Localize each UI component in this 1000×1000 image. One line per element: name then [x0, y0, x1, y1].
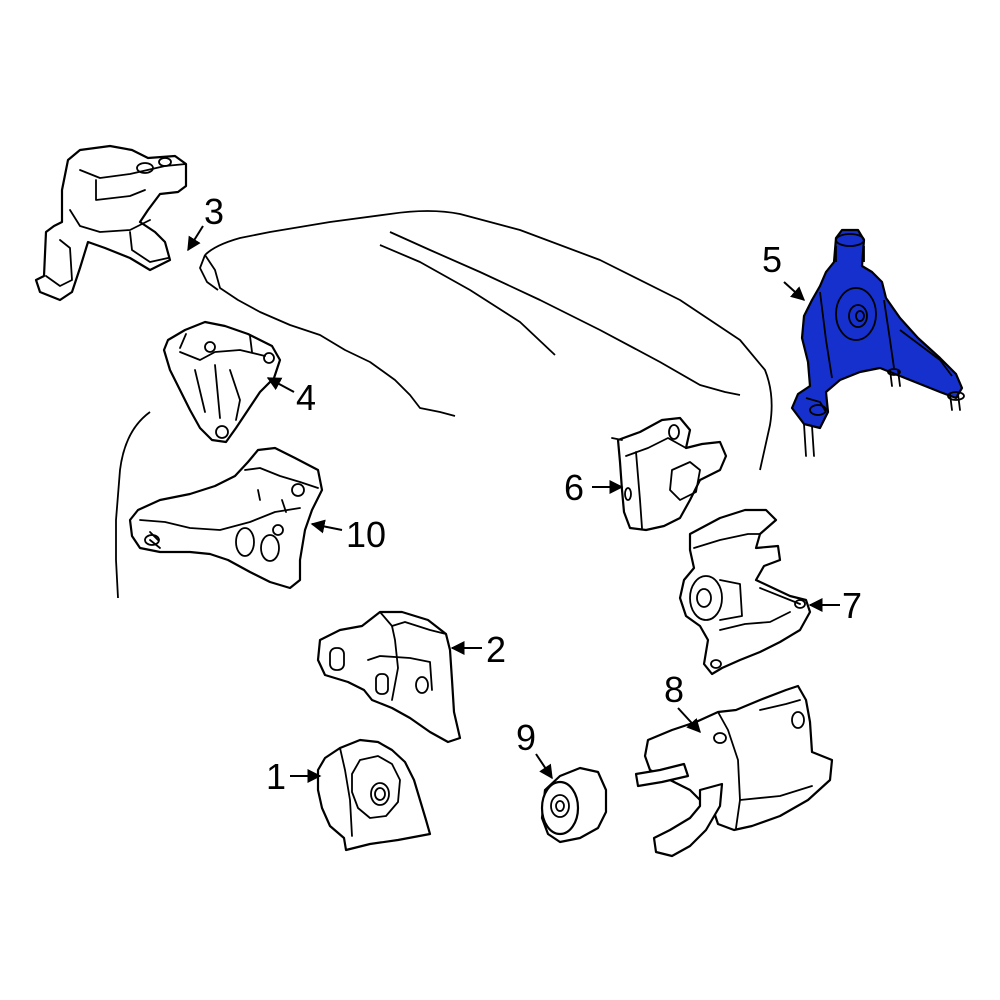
callout-1: 1 — [266, 756, 286, 797]
callout-4: 4 — [296, 377, 316, 418]
callout-3: 3 — [204, 191, 224, 232]
leader-4 — [266, 377, 295, 393]
part-1-mount[interactable] — [316, 738, 432, 852]
leader-3 — [187, 225, 204, 252]
callout-5: 5 — [762, 239, 782, 280]
leader-8 — [677, 707, 701, 734]
engine-outline — [115, 210, 773, 599]
leader-9 — [535, 753, 553, 780]
callouts: 3 4 10 5 6 7 2 8 9 1 — [187, 191, 862, 797]
callout-10: 10 — [346, 514, 386, 555]
callout-9: 9 — [516, 717, 536, 758]
callout-2: 2 — [486, 629, 506, 670]
part-8-bracket[interactable] — [634, 684, 834, 858]
callout-6: 6 — [564, 467, 584, 508]
callout-8: 8 — [664, 669, 684, 710]
part-10-bracket[interactable] — [128, 446, 324, 590]
part-7-mount[interactable] — [678, 508, 812, 676]
part-5-mount-highlighted[interactable] — [790, 228, 965, 457]
part-4-bracket[interactable] — [162, 320, 282, 444]
part-9-bushing[interactable] — [540, 766, 608, 844]
callout-7: 7 — [842, 585, 862, 626]
leader-10 — [310, 519, 343, 534]
part-6-bracket[interactable] — [611, 416, 728, 532]
part-3-mount[interactable] — [34, 144, 188, 302]
leader-5 — [783, 281, 806, 301]
part-2-bracket[interactable] — [316, 610, 462, 744]
